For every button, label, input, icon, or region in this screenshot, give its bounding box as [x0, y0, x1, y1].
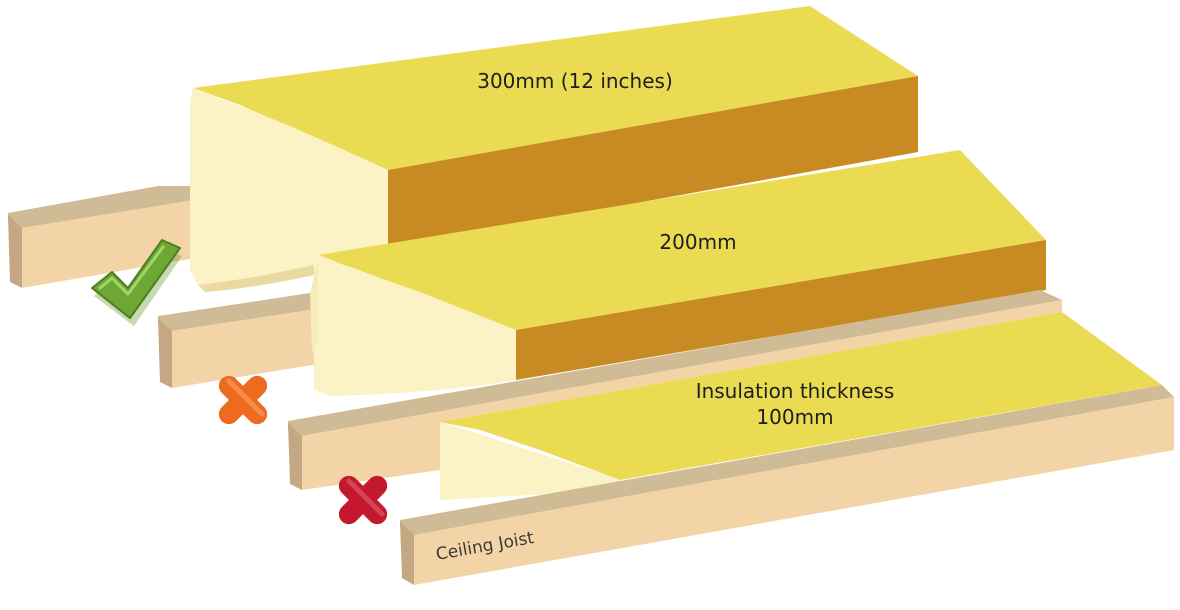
label-100mm: 100mm — [756, 405, 833, 429]
label-insulation-thickness: Insulation thickness — [696, 379, 895, 403]
cross-icon — [218, 375, 268, 425]
joist-4-top — [400, 385, 1174, 535]
ceiling-joist-2 — [158, 293, 330, 388]
joist-3-front — [302, 300, 1062, 490]
insulation-200-top — [318, 150, 1046, 330]
insulation-300-side — [388, 76, 918, 248]
insulation-layer-200mm — [310, 150, 1046, 396]
ceiling-joist-1 — [8, 186, 195, 288]
insulation-300-top — [193, 6, 918, 170]
insulation-layer-300mm — [190, 6, 918, 292]
insulation-300-cut-shade — [198, 248, 388, 292]
joist-2-top — [158, 293, 330, 331]
label-300mm: 300mm (12 inches) — [477, 69, 673, 93]
insulation-200-cut-face — [314, 255, 516, 396]
label-200mm: 200mm — [659, 230, 736, 254]
check-icon — [91, 239, 182, 326]
joist-4-front — [414, 397, 1174, 585]
joist-1-end — [8, 215, 22, 288]
insulation-200-left-flap — [310, 258, 318, 355]
joist-3-top — [288, 290, 1062, 436]
joist-1-front — [22, 200, 195, 288]
insulation-300-cut-face — [190, 88, 388, 285]
insulation-200-side — [516, 240, 1046, 380]
cross-icon-red — [338, 475, 388, 525]
joist-3-end — [288, 423, 302, 490]
joist-2-end — [158, 318, 172, 388]
ceiling-joist-3 — [288, 290, 1062, 490]
ceiling-joist-4 — [400, 385, 1174, 585]
joist-4-end — [400, 522, 414, 585]
insulation-100-top — [440, 312, 1162, 480]
insulation-layer-100mm — [440, 312, 1162, 500]
joist-1-top — [8, 186, 195, 228]
insulation-100-cut-face — [440, 422, 620, 500]
joist-2-front — [172, 307, 330, 388]
